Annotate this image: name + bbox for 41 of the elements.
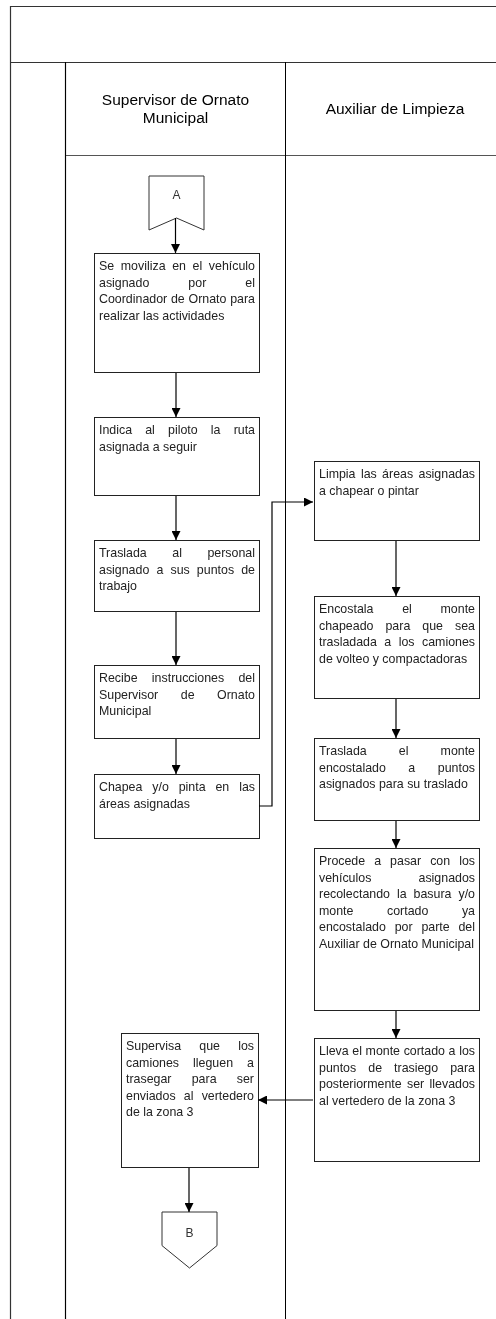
step-text: Encostala el monte chapeado para que sea trasladada a los camiones de volteo y compactadoras	[319, 601, 475, 667]
step-text: Procede a pasar con los vehículos asignados recolectando la basura y/o monte cortado ya encostalado por parte del Auxiliar de Ornato Municipal	[319, 853, 475, 952]
process-box	[314, 461, 480, 541]
step-text: Lleva el monte cortado a los puntos de trasiego para posteriormente ser llevados al vertedero de la zona 3	[319, 1043, 475, 1109]
arrow	[184, 1167, 194, 1213]
lane-title: Auxiliar de Limpieza	[324, 99, 466, 118]
step-text: Chapea y/o pinta en las áreas asignadas	[99, 779, 255, 812]
step-text: Traslada el monte encostalado a puntos asignados para su traslado	[319, 743, 475, 793]
process-box	[94, 774, 260, 839]
process-box	[314, 738, 480, 821]
arrow	[391, 1010, 401, 1039]
lane-title: Supervisor de Ornato Municipal	[100, 90, 251, 127]
process-box	[94, 253, 260, 373]
process-box	[94, 540, 260, 612]
process-box	[94, 665, 260, 739]
arrow	[171, 495, 181, 541]
arrow	[258, 497, 314, 807]
arrow	[391, 820, 401, 849]
step-text: Traslada al personal asignado a sus puntos de trabajo	[99, 545, 255, 595]
step-text: Limpia las áreas asignadas a chapear o pintar	[319, 466, 475, 499]
step-text: Supervisa que los camiones lleguen a trasegar para ser enviados al vertedero de la zona 3	[126, 1038, 254, 1121]
arrow	[257, 1095, 314, 1105]
process-box	[121, 1033, 259, 1168]
process-box	[94, 417, 260, 496]
step-text: Recibe instrucciones del Supervisor de Ornato Municipal	[99, 670, 255, 720]
step-text: Se moviliza en el vehículo asignado por el Coordinador de Ornato para realizar las actividades	[99, 258, 255, 324]
connector-label: B	[184, 1226, 195, 1240]
process-box	[314, 596, 480, 699]
arrow	[171, 372, 181, 418]
step-text: Indica al piloto la ruta asignada a seguir	[99, 422, 255, 455]
off-page-connector	[149, 176, 204, 230]
arrow	[171, 217, 180, 254]
process-box	[314, 848, 480, 1011]
arrow	[171, 611, 181, 666]
arrow	[391, 540, 401, 597]
process-box	[314, 1038, 480, 1162]
arrow	[391, 698, 401, 739]
arrow	[171, 738, 181, 775]
off-page-connector	[162, 1212, 217, 1268]
swimlane	[65, 62, 286, 1319]
connector-label: A	[171, 188, 182, 202]
